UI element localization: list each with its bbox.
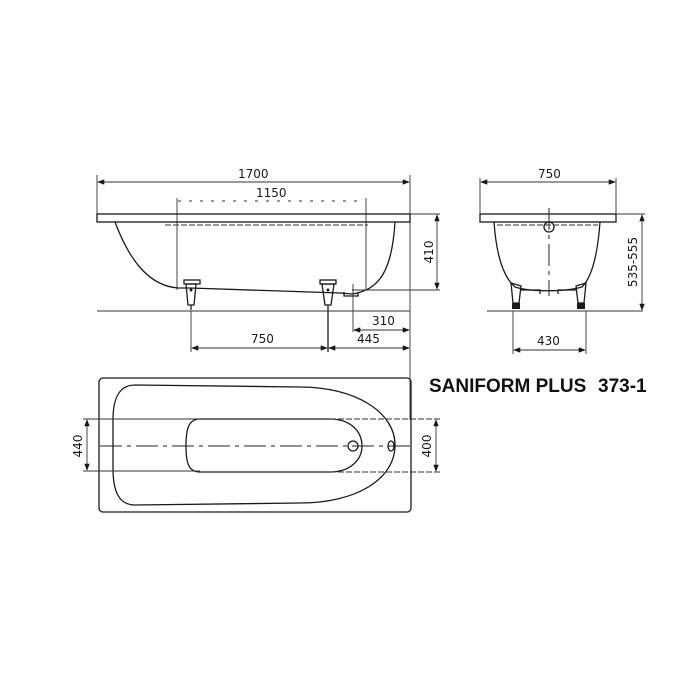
dim-outer-width-ref: 400	[420, 435, 434, 458]
dim-depth: 410	[422, 241, 436, 264]
model-name: SANIFORM PLUS	[429, 376, 586, 397]
dim-foot-spacing: 750	[251, 332, 274, 346]
product-title: SANIFORM PLUS 373-1	[429, 376, 647, 397]
end-view: 750 535-555 430	[479, 167, 645, 354]
side-view: 1700 1150 410	[96, 167, 440, 420]
dim-foot-to-end: 445	[357, 332, 380, 346]
foot-left	[183, 279, 201, 310]
dim-drain-to-end: 310	[372, 314, 395, 328]
dim-height-range: 535-555	[626, 237, 640, 287]
top-view: 440 400	[71, 377, 440, 513]
foot-right	[319, 279, 337, 352]
dim-overall-length: 1700	[238, 167, 269, 181]
model-code: 373-1	[598, 376, 647, 397]
dim-inner-width: 440	[71, 435, 85, 458]
dim-inner-length: 1150	[256, 186, 287, 200]
dim-overall-width: 750	[538, 167, 561, 181]
dim-foot-width: 430	[537, 334, 560, 348]
